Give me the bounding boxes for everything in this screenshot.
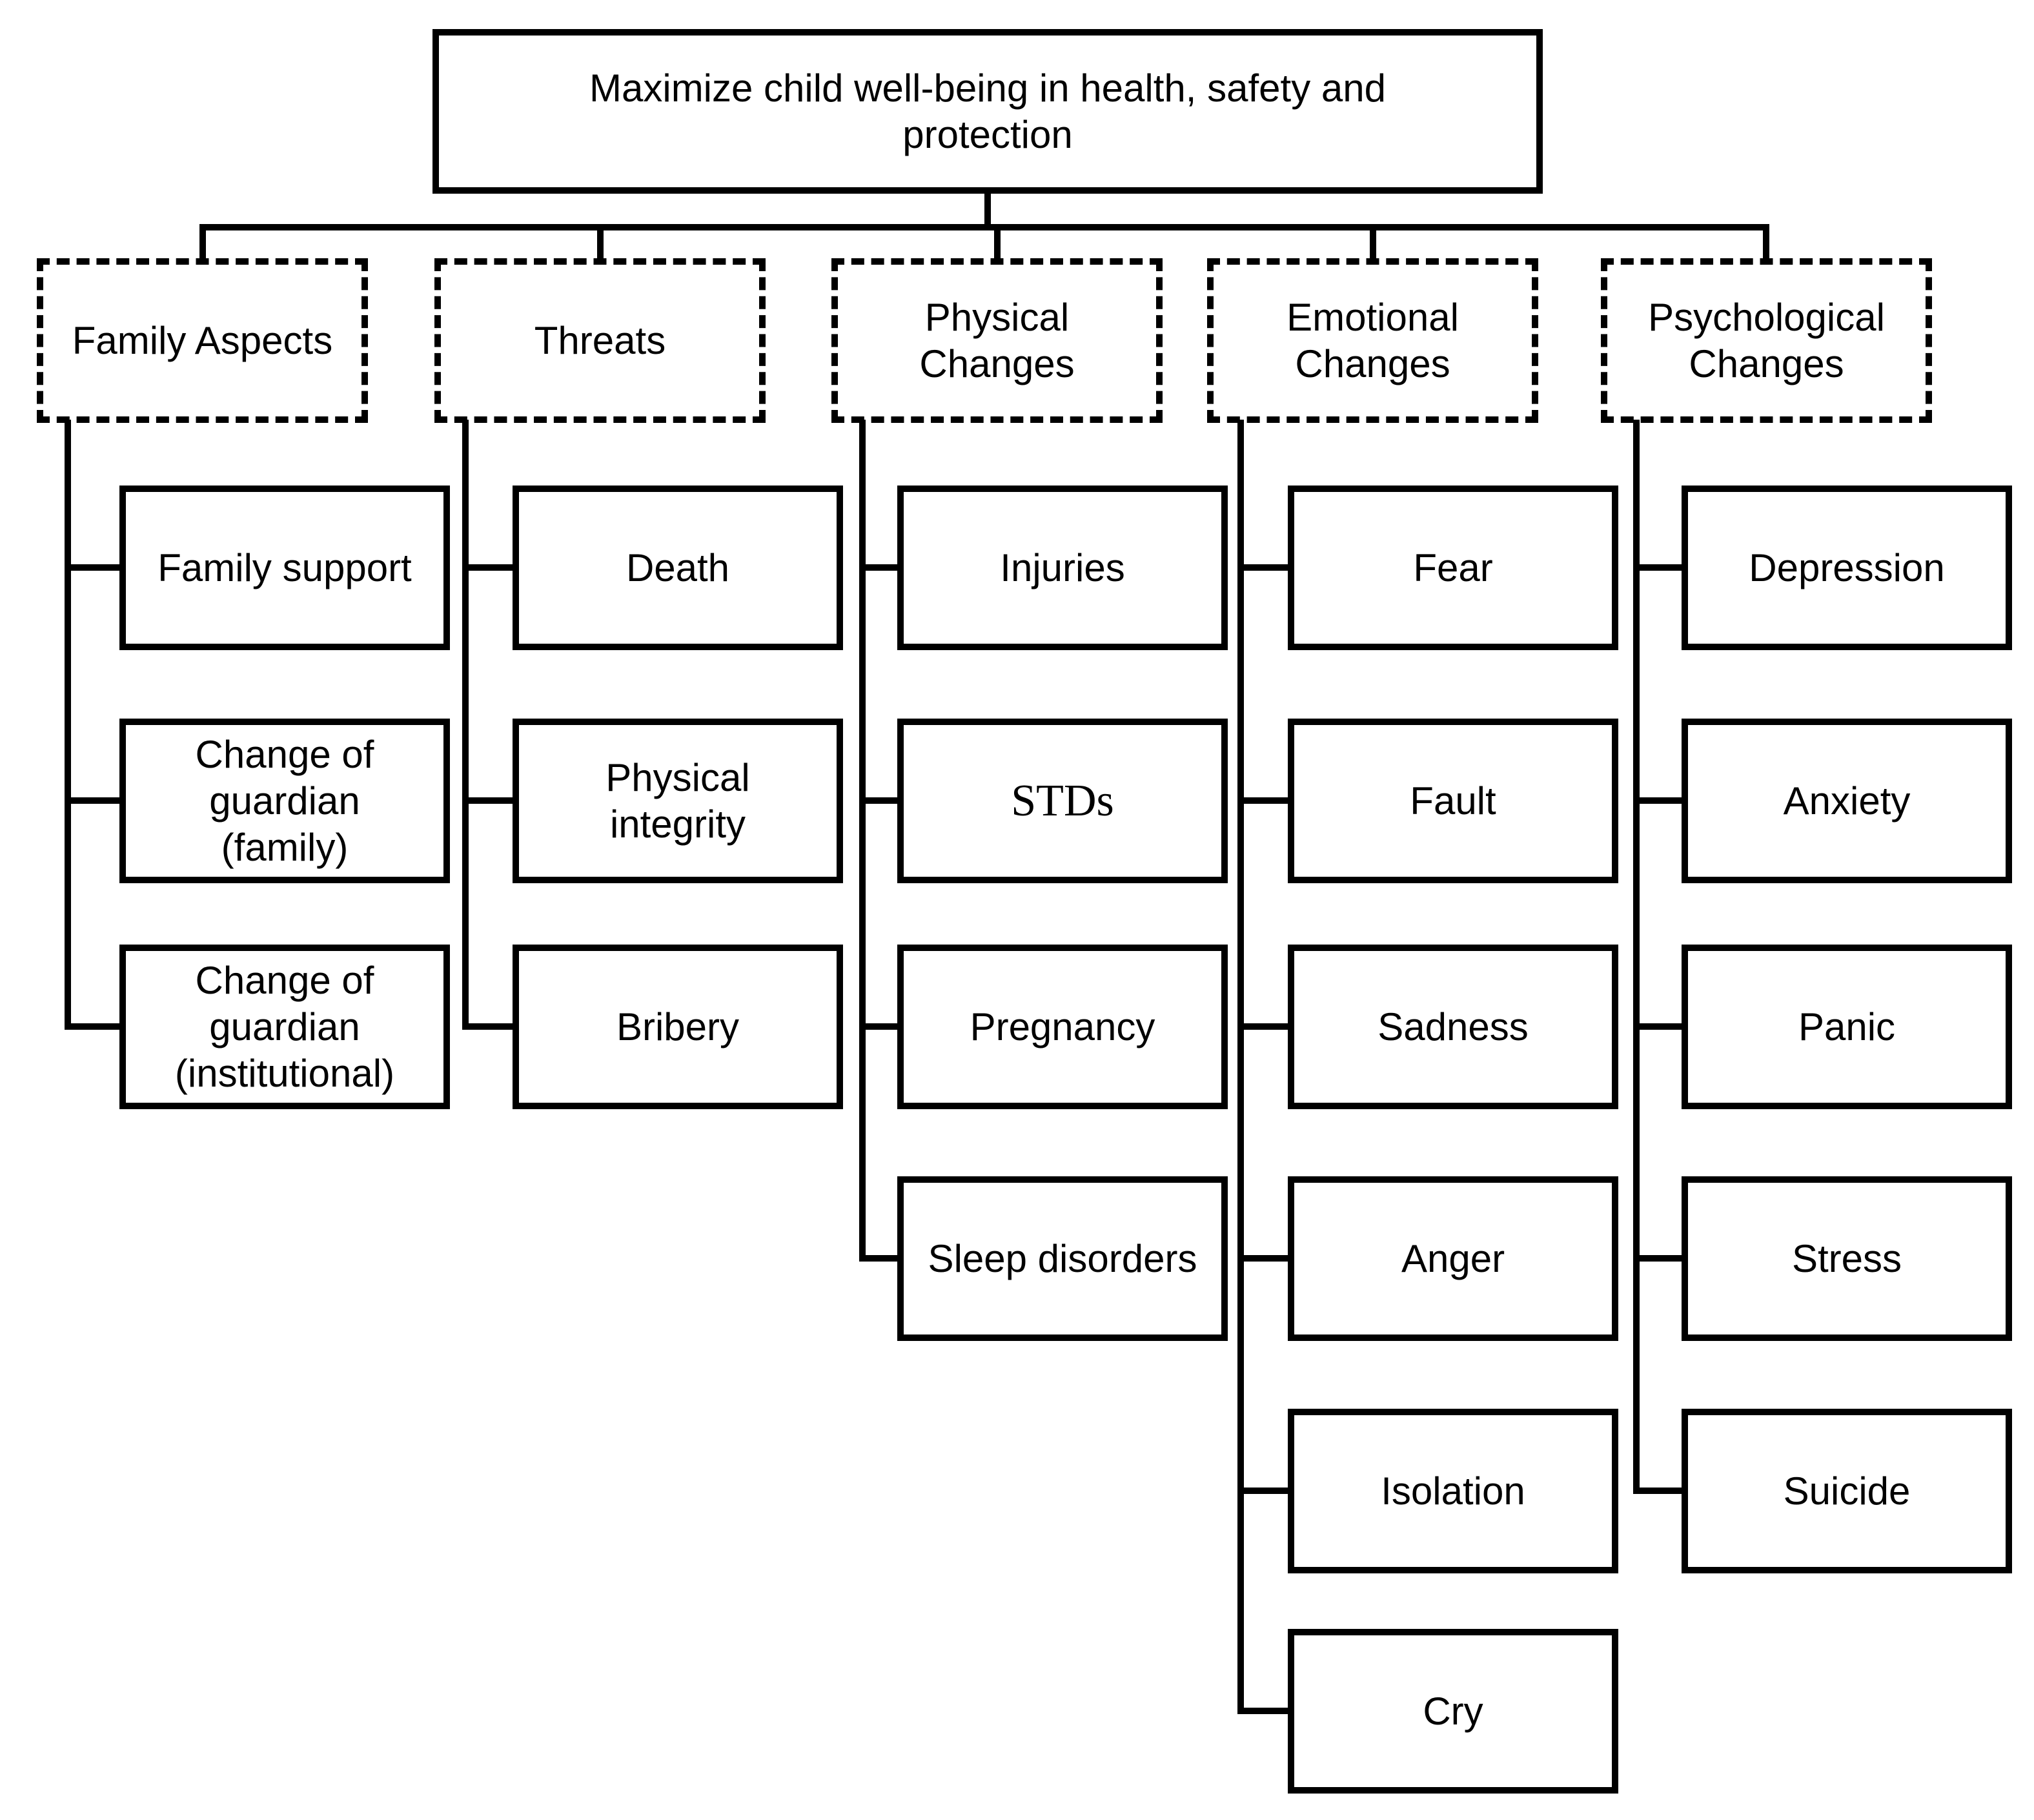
- node-stress: Stress: [1682, 1176, 2012, 1341]
- connector-stub: [859, 564, 897, 571]
- node-sleep-disorders: Sleep disorders: [897, 1176, 1228, 1341]
- node-family-support: Family support: [119, 486, 450, 650]
- connector-spine-physical: [859, 420, 866, 1262]
- connector-stub: [1237, 797, 1288, 804]
- connector-stub: [65, 564, 119, 571]
- node-emotional-changes: Emotional Changes: [1207, 258, 1538, 423]
- node-sadness: Sadness: [1288, 945, 1618, 1109]
- connector-branch-drop-threats: [597, 224, 604, 258]
- node-isolation: Isolation: [1288, 1409, 1618, 1573]
- node-injuries: Injuries: [897, 486, 1228, 650]
- node-fear: Fear: [1288, 486, 1618, 650]
- connector-branch-drop-psychological: [1763, 224, 1769, 258]
- connector-stub: [65, 797, 119, 804]
- node-family-aspects: Family Aspects: [37, 258, 368, 423]
- node-anger: Anger: [1288, 1176, 1618, 1341]
- connector-stub: [1633, 564, 1682, 571]
- connector-stub: [859, 1255, 897, 1262]
- connector-stub: [859, 1023, 897, 1030]
- node-death: Death: [513, 486, 843, 650]
- node-suicide: Suicide: [1682, 1409, 2012, 1573]
- connector-stub: [462, 1023, 513, 1030]
- node-pregnancy: Pregnancy: [897, 945, 1228, 1109]
- connector-stub: [65, 1023, 119, 1030]
- connector-main-horizontal: [199, 224, 1769, 230]
- node-physical-changes: Physical Changes: [831, 258, 1163, 423]
- connector-spine-emotional: [1237, 420, 1244, 1714]
- node-physical-integrity: Physical integrity: [513, 719, 843, 883]
- node-cry: Cry: [1288, 1629, 1618, 1794]
- connector-stub: [1237, 1488, 1288, 1494]
- connector-stub: [1237, 1023, 1288, 1030]
- connector-stub: [462, 564, 513, 571]
- node-threats: Threats: [434, 258, 766, 423]
- connector-branch-drop-physical: [994, 224, 1001, 258]
- connector-stub: [462, 797, 513, 804]
- connector-stub: [1633, 797, 1682, 804]
- connector-spine-threats: [462, 420, 469, 1030]
- connector-stub: [1633, 1255, 1682, 1262]
- node-anxiety: Anxiety: [1682, 719, 2012, 883]
- connector-stub: [1237, 564, 1288, 571]
- node-root: Maximize child well-being in health, saf…: [432, 29, 1543, 194]
- node-panic: Panic: [1682, 945, 2012, 1109]
- connector-stub: [1633, 1023, 1682, 1030]
- node-depression: Depression: [1682, 486, 2012, 650]
- node-change-of-guardian-institutional: Change of guardian (institutional): [119, 945, 450, 1109]
- connector-stub: [1237, 1708, 1288, 1714]
- connector-root-drop: [984, 194, 991, 230]
- connector-stub: [859, 797, 897, 804]
- connector-branch-drop-family: [199, 224, 206, 258]
- node-bribery: Bribery: [513, 945, 843, 1109]
- node-fault: Fault: [1288, 719, 1618, 883]
- node-psychological-changes: Psychological Changes: [1601, 258, 1932, 423]
- connector-spine-family: [65, 420, 71, 1030]
- node-change-of-guardian-family: Change of guardian (family): [119, 719, 450, 883]
- connector-stub: [1633, 1488, 1682, 1494]
- connector-stub: [1237, 1255, 1288, 1262]
- connector-spine-psychological: [1633, 420, 1640, 1494]
- connector-branch-drop-emotional: [1370, 224, 1376, 258]
- node-stds: STDs: [897, 719, 1228, 883]
